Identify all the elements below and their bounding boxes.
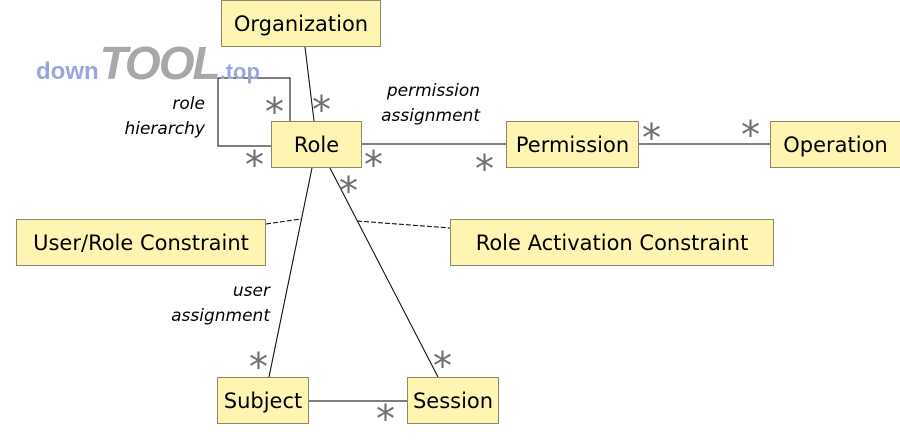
permission-assignment-line-1: permission bbox=[386, 81, 480, 101]
role-session-line bbox=[329, 167, 439, 378]
role-subject-line bbox=[268, 167, 313, 378]
multiplicity-star: * bbox=[339, 169, 358, 213]
permission-box: Permission bbox=[506, 121, 639, 168]
role-activation-constraint-box: Role Activation Constraint bbox=[450, 219, 774, 266]
role-hierarchy-label: role hierarchy bbox=[110, 92, 205, 142]
role-hierarchy-loop bbox=[217, 77, 291, 147]
watermark-logo: down TOOL .top bbox=[36, 36, 260, 90]
rbac-diagram: down TOOL .top Organization Role Permiss… bbox=[16, 0, 900, 438]
watermark-right: .top bbox=[219, 59, 260, 84]
role-hierarchy-line-2: hierarchy bbox=[124, 119, 205, 139]
connector-layer bbox=[217, 46, 770, 402]
operation-box: Operation bbox=[770, 121, 900, 168]
user-role-constraint-link bbox=[265, 218, 302, 225]
user-assignment-label: user assignment bbox=[160, 279, 270, 329]
role-activation-constraint-link bbox=[356, 220, 451, 229]
user-role-constraint-box: User/Role Constraint bbox=[16, 219, 266, 266]
user-assignment-line-1: user bbox=[232, 281, 270, 301]
multiplicity-star: * bbox=[265, 90, 284, 134]
session-box: Session bbox=[407, 377, 499, 424]
watermark-left: down bbox=[36, 58, 99, 85]
org-role-line bbox=[304, 46, 315, 122]
role-hierarchy-line-1: role bbox=[172, 94, 205, 114]
multiplicity-star: * bbox=[376, 397, 395, 441]
watermark-middle: TOOL bbox=[99, 37, 221, 89]
multiplicity-star: * bbox=[249, 345, 268, 389]
organization-box: Organization bbox=[221, 0, 381, 47]
multiplicity-star: * bbox=[642, 116, 661, 160]
multiplicity-star: * bbox=[433, 344, 452, 388]
multiplicity-star: * bbox=[741, 113, 760, 157]
multiplicity-star: * bbox=[364, 143, 383, 187]
role-box: Role bbox=[271, 121, 362, 168]
permission-assignment-line-2: assignment bbox=[381, 106, 480, 126]
multiplicity-star: * bbox=[245, 143, 264, 187]
multiplicity-star: * bbox=[475, 147, 494, 191]
permission-assignment-label: permission assignment bbox=[370, 79, 480, 129]
user-assignment-line-2: assignment bbox=[171, 306, 270, 326]
multiplicity-star: * bbox=[312, 88, 331, 132]
